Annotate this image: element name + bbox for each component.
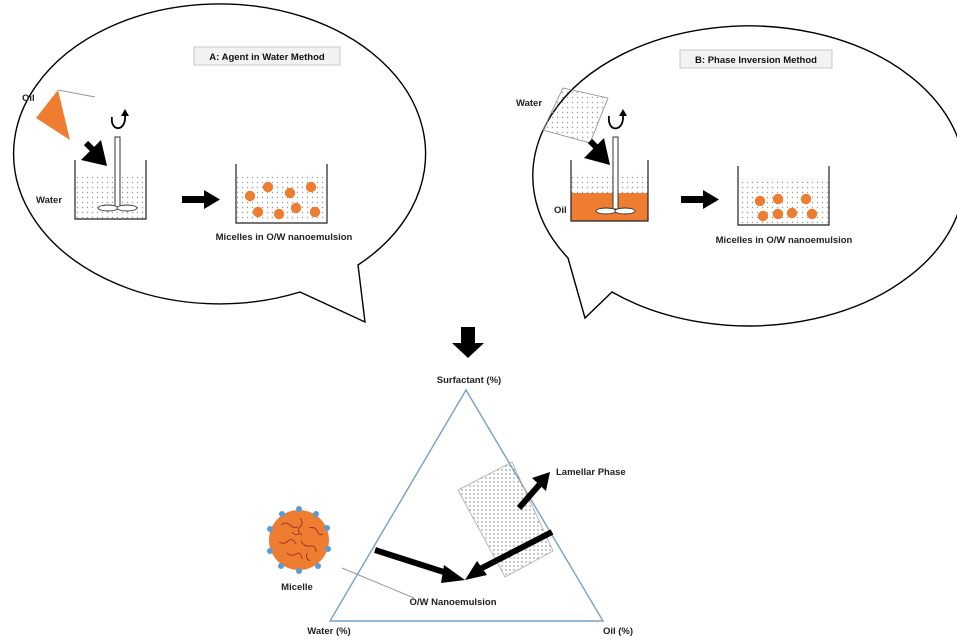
bubble-a: A: Agent in Water Method Oil Water xyxy=(12,3,427,324)
ternary-left-label: Water (%) xyxy=(307,626,350,637)
oil-pour-shape xyxy=(36,90,70,140)
ternary-right-label: Oil (%) xyxy=(603,626,633,637)
panel-b-title-box xyxy=(679,49,833,69)
bubble-a-outline xyxy=(12,3,427,324)
panel-a-title: A: Agent in Water Method xyxy=(209,52,325,63)
ternary-top-label: Surfactant (%) xyxy=(437,375,501,386)
micelle-icon xyxy=(267,506,331,574)
beaker-a-result xyxy=(235,164,328,224)
micelle-droplets-b xyxy=(754,193,818,222)
bubble-b: B: Phase Inversion Method Water Oil xyxy=(516,25,957,327)
micelle-label: Micelle xyxy=(281,582,313,593)
micelle-pointer-line xyxy=(341,567,415,599)
ternary-triangle xyxy=(328,388,605,622)
panel-b-added-label: Water xyxy=(516,98,542,109)
beaker-a-liquid xyxy=(75,174,146,219)
beaker-b-oil xyxy=(571,193,648,221)
process-arrow-a-icon xyxy=(182,190,220,209)
rotation-b-icon xyxy=(608,115,624,130)
panel-a-added-label: Oil xyxy=(22,93,35,104)
down-arrow-icon xyxy=(452,327,484,358)
panel-a-result-label: Micelles in O/W nanoemulsion xyxy=(216,232,353,243)
ternary-diagram: Surfactant (%) Water (%) Oil (%) Lamella… xyxy=(267,375,633,637)
rotation-icon xyxy=(111,115,126,130)
panel-a-title-box xyxy=(193,46,341,66)
nanoemulsion-arrow-right-icon xyxy=(465,529,554,580)
lamellar-phase-label: Lamellar Phase xyxy=(556,467,626,478)
panel-b-result-label: Micelles in O/W nanoemulsion xyxy=(716,235,853,246)
stirrer-a-blade xyxy=(97,204,119,212)
micelle-droplets-a xyxy=(244,181,321,220)
rotation-arrowhead-icon xyxy=(121,109,129,116)
panel-b-base-label: Oil xyxy=(554,205,567,216)
nanoemulsion-label: O/W Nanoemulsion xyxy=(409,597,496,608)
panel-a-base-label: Water xyxy=(36,195,62,206)
panel-b-title: B: Phase Inversion Method xyxy=(695,55,817,66)
stirrer-a xyxy=(114,136,121,208)
pour-line xyxy=(57,89,96,98)
beaker-b xyxy=(570,160,649,222)
process-arrow-b-icon xyxy=(681,190,719,209)
lamellar-phase-region xyxy=(457,461,554,578)
nanoemulsion-arrow-left-icon xyxy=(374,547,465,583)
bubble-b-outline xyxy=(532,25,957,327)
lamellar-arrow-icon xyxy=(516,472,550,510)
pour-arrow-icon xyxy=(81,140,107,166)
pour-arrow-b-icon xyxy=(584,138,610,165)
beaker-a xyxy=(74,160,147,220)
beaker-b-result xyxy=(737,166,830,226)
stirrer-b xyxy=(612,136,619,210)
